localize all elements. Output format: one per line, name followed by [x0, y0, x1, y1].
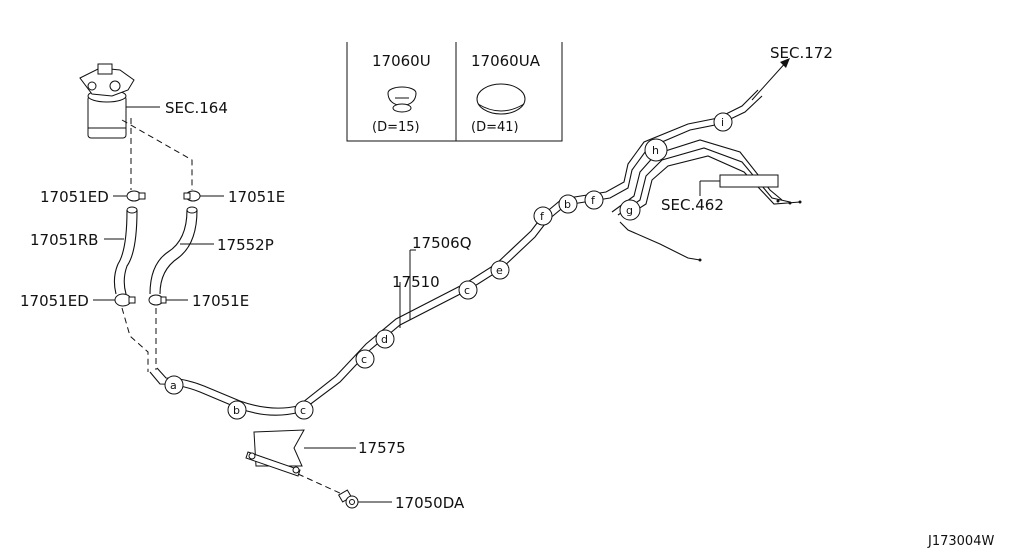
small-grommet-drawing	[387, 86, 417, 113]
callout-c: c	[355, 349, 375, 369]
lower-dash-left	[121, 307, 149, 372]
svg-text:h: h	[652, 144, 659, 157]
sec164-label: SEC.164	[165, 99, 228, 117]
callout-g: g	[619, 199, 641, 221]
grommet-inset: 17060U 17060UA (D=15) (D=41)	[346, 42, 563, 142]
bolt-17050DA	[337, 489, 359, 509]
callout-a: a	[164, 375, 184, 395]
sec172-label: SEC.172	[770, 44, 833, 62]
label-17051ED-top: 17051ED	[40, 188, 109, 206]
svg-text:f: f	[591, 194, 596, 207]
clamp-17051E-top	[183, 190, 201, 202]
callout-b: b	[227, 400, 247, 420]
inset-left-dim-label: (D=15)	[372, 120, 420, 135]
label-17050DA: 17050DA	[395, 494, 465, 512]
svg-text:f: f	[540, 210, 545, 223]
callout-f: f	[584, 190, 604, 210]
hose-17051RB	[113, 206, 138, 295]
clamp-17051ED-top	[126, 190, 146, 202]
inset-right-part-label: 17060UA	[471, 52, 541, 70]
callout-e: e	[490, 260, 510, 280]
label-17051RB: 17051RB	[30, 231, 98, 249]
callout-d: d	[375, 329, 395, 349]
svg-text:b: b	[233, 404, 240, 417]
large-grommet-drawing	[476, 83, 526, 115]
inset-right-dim-label: (D=41)	[471, 120, 519, 135]
svg-text:c: c	[464, 284, 470, 297]
svg-text:e: e	[496, 264, 503, 277]
svg-text:g: g	[626, 204, 633, 217]
clamp-17051E-bottom	[148, 294, 167, 306]
protector-17575	[245, 429, 305, 477]
label-17051E-bottom: 17051E	[192, 292, 249, 310]
svg-text:a: a	[170, 379, 177, 392]
callout-h: h	[644, 138, 668, 162]
canister-dash-right	[121, 119, 193, 190]
canister-drawing	[79, 63, 135, 139]
callout-b: b	[558, 194, 578, 214]
svg-text:i: i	[721, 116, 724, 129]
label-17575: 17575	[358, 439, 406, 457]
svg-text:b: b	[564, 198, 571, 211]
figure-id: J173004W	[927, 534, 994, 549]
svg-text:c: c	[300, 404, 306, 417]
label-17506Q: 17506Q	[412, 234, 472, 252]
inset-left-part-label: 17060U	[372, 52, 431, 70]
label-17510: 17510	[392, 273, 440, 291]
label-17552P: 17552P	[217, 236, 274, 254]
sec462-label: SEC.462	[661, 196, 724, 214]
callout-c: c	[294, 400, 314, 420]
callout-c: c	[458, 280, 478, 300]
label-17051E-top: 17051E	[228, 188, 285, 206]
svg-text:d: d	[381, 333, 388, 346]
callout-f: f	[533, 206, 553, 226]
svg-text:c: c	[361, 353, 367, 366]
label-17051ED-bottom: 17051ED	[20, 292, 89, 310]
callout-i: i	[713, 112, 733, 132]
hose-17552P	[149, 206, 198, 295]
clamp-17051ED-bottom	[114, 293, 136, 307]
bolt-dash	[297, 473, 343, 495]
